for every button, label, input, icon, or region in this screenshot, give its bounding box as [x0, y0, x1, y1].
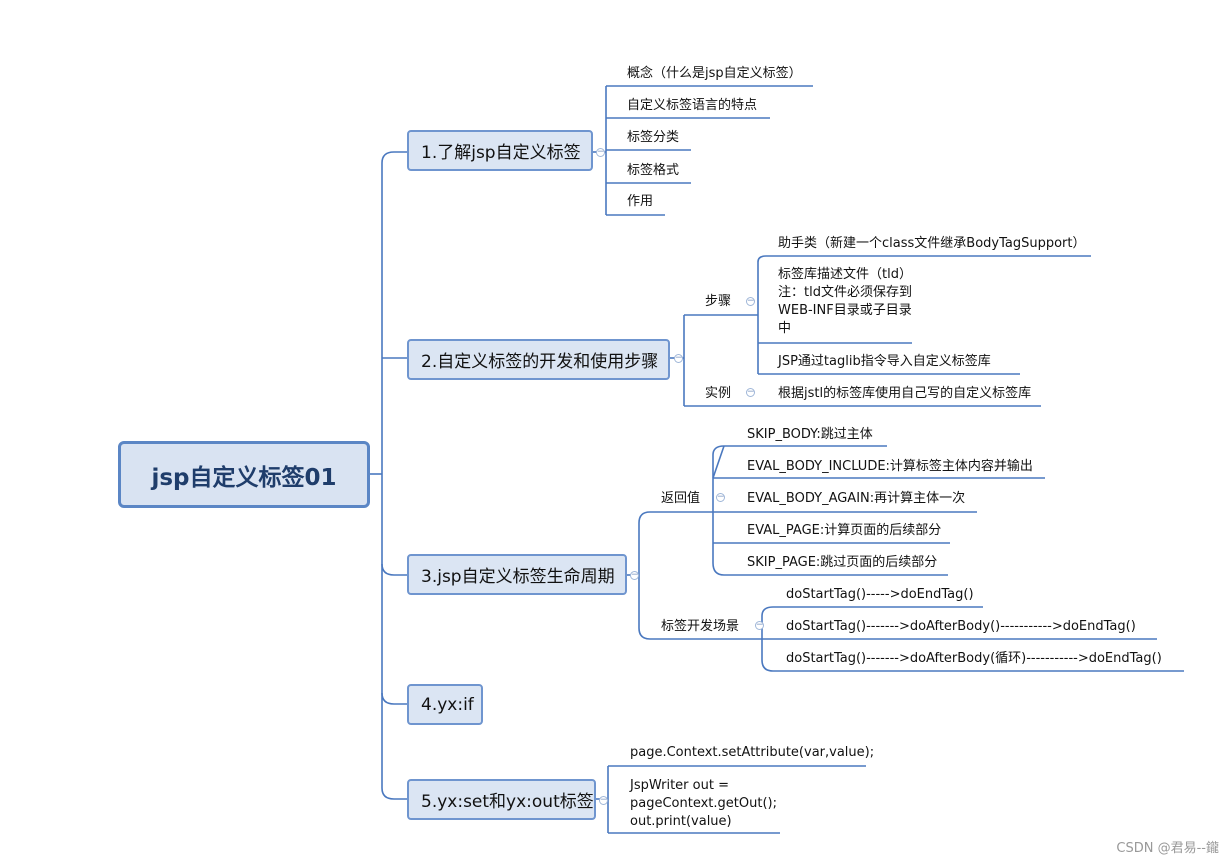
return-eval-body-again[interactable]: EVAL_BODY_AGAIN:再计算主体一次 [747, 491, 966, 506]
branch-1-node[interactable]: 1.了解jsp自定义标签 [407, 130, 593, 171]
collapse-icon[interactable]: − [716, 492, 725, 502]
step-taglib-import[interactable]: JSP通过taglib指令导入自定义标签库 [778, 354, 991, 369]
concept-item[interactable]: 概念（什么是jsp自定义标签） [627, 66, 802, 81]
collapse-icon[interactable]: − [755, 620, 764, 630]
scenario-3[interactable]: doStartTag()------->doAfterBody(循环)-----… [786, 651, 1162, 666]
watermark: CSDN @君易--鑨 [1116, 841, 1219, 856]
scenario-1[interactable]: doStartTag()----->doEndTag() [786, 587, 974, 602]
example-jstl[interactable]: 根据jstl的标签库使用自己写的自定义标签库 [778, 386, 1032, 401]
return-skip-body[interactable]: SKIP_BODY:跳过主体 [747, 427, 873, 442]
branch-5-node[interactable]: 5.yx:set和yx:out标签 [407, 779, 596, 820]
branch-3-node[interactable]: 3.jsp自定义标签生命周期 [407, 554, 627, 595]
return-skip-page[interactable]: SKIP_PAGE:跳过页面的后续部分 [747, 555, 938, 570]
collapse-icon[interactable]: − [630, 570, 639, 580]
collapse-icon[interactable]: − [674, 353, 683, 363]
return-values-node[interactable]: 返回值 [661, 491, 701, 506]
step-helper-class[interactable]: 助手类（新建一个class文件继承BodyTagSupport） [778, 236, 1086, 251]
purpose-item[interactable]: 作用 [627, 194, 654, 209]
step-tld-file[interactable]: 标签库描述文件（tld） 注：tld文件必须保存到 WEB-INF目录或子目录 … [778, 267, 912, 336]
features-item[interactable]: 自定义标签语言的特点 [627, 98, 758, 113]
tag-format-item[interactable]: 标签格式 [627, 163, 680, 178]
tag-categories-item[interactable]: 标签分类 [627, 130, 680, 145]
return-eval-page[interactable]: EVAL_PAGE:计算页面的后续部分 [747, 523, 942, 538]
collapse-icon[interactable]: − [599, 795, 608, 805]
collapse-icon[interactable]: − [746, 296, 755, 306]
set-attribute-item[interactable]: page.Context.setAttribute(var,value); [630, 745, 875, 760]
steps-node[interactable]: 步骤 [705, 294, 732, 309]
dev-scenarios-node[interactable]: 标签开发场景 [661, 619, 740, 634]
collapse-icon[interactable]: − [596, 147, 605, 157]
branch-4-node[interactable]: 4.yx:if [407, 684, 483, 725]
jspwriter-item[interactable]: JspWriter out = pageContext.getOut(); ou… [630, 778, 777, 829]
example-node[interactable]: 实例 [705, 386, 732, 401]
return-eval-body-include[interactable]: EVAL_BODY_INCLUDE:计算标签主体内容并输出 [747, 459, 1033, 474]
collapse-icon[interactable]: − [746, 387, 755, 397]
root-topic[interactable]: jsp自定义标签01 [118, 441, 370, 508]
branch-2-node[interactable]: 2.自定义标签的开发和使用步骤 [407, 339, 670, 380]
scenario-2[interactable]: doStartTag()------->doAfterBody()-------… [786, 619, 1136, 634]
